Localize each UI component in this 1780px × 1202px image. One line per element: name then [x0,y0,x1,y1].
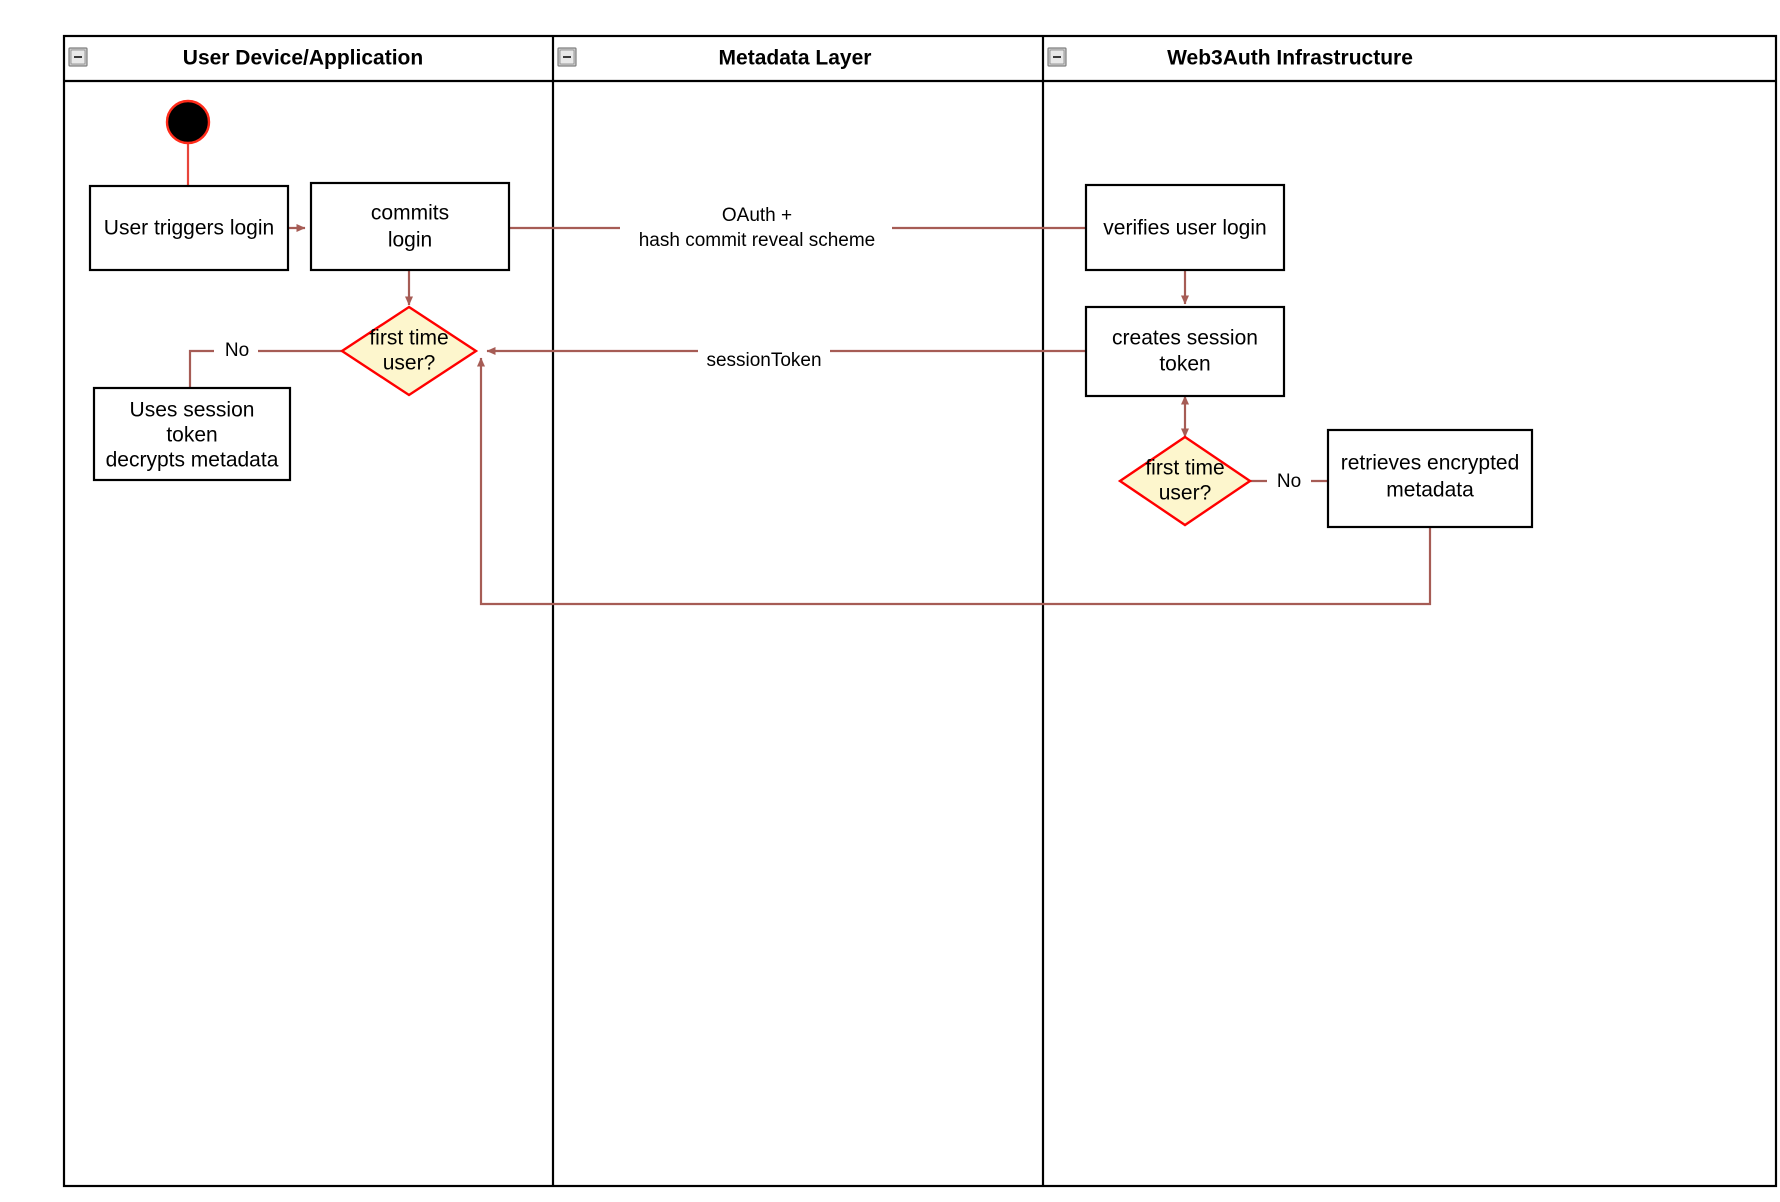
lane-title-metadata-layer: Metadata Layer [719,47,872,70]
node-label-uses-session-token-line1: Uses session [130,399,255,422]
node-label-first-time-user-right-line1: first time [1145,457,1224,480]
lane-header-web3auth[interactable]: Web3Auth Infrastructure [1047,47,1413,70]
node-retrieves-encrypted-metadata[interactable]: retrieves encrypted metadata [1326,428,1534,529]
minus-icon[interactable] [557,47,577,67]
node-label-user-triggers-login: User triggers login [104,217,274,240]
node-start[interactable] [165,99,211,145]
node-label-retrieves-encrypted-metadata-line1: retrieves encrypted [1341,452,1520,475]
lane-header-metadata-layer[interactable]: Metadata Layer [557,47,872,70]
minus-icon[interactable] [68,47,88,67]
node-label-first-time-user-left-line2: user? [383,352,436,375]
node-label-creates-session-token-line2: token [1159,353,1210,376]
node-label-uses-session-token-line2: token [166,424,217,447]
node-commits-login[interactable]: commits login [309,181,511,272]
edge-label-no-left-text: No [225,340,249,361]
node-verifies-user-login[interactable]: verifies user login [1084,183,1286,272]
node-label-uses-session-token-line3: decrypts metadata [106,449,279,472]
edge-label-no-right: No [1267,469,1311,495]
edge-label-no-left: No [214,338,258,364]
lane-title-user-device: User Device/Application [183,47,423,70]
node-label-creates-session-token-line1: creates session [1112,327,1258,350]
lane-title-web3auth: Web3Auth Infrastructure [1167,47,1413,70]
edge-label-oauth: OAuth + hash commit reveal scheme [620,200,892,256]
edge-label-oauth-line1: OAuth + [722,205,792,226]
minus-icon[interactable] [1047,47,1067,67]
node-first-time-user-left[interactable]: first time user? [339,305,479,397]
node-user-triggers-login[interactable]: User triggers login [88,184,290,272]
edge-label-session-token-text: sessionToken [706,350,821,371]
edge-label-session-token: sessionToken [698,339,830,371]
node-label-retrieves-encrypted-metadata-line2: metadata [1386,479,1474,502]
node-label-first-time-user-right-line2: user? [1159,482,1212,505]
edge-decision-left-no [188,349,342,388]
node-label-verifies-user-login: verifies user login [1103,217,1266,240]
node-uses-session-token[interactable]: Uses session token decrypts metadata [92,386,292,482]
node-creates-session-token[interactable]: creates session token [1084,305,1286,398]
node-label-commits-login-line2: login [388,229,432,252]
edge-label-oauth-line2: hash commit reveal scheme [639,230,876,251]
node-label-first-time-user-left-line1: first time [369,327,448,350]
lane-header-user-device[interactable]: User Device/Application [68,47,423,70]
node-label-commits-login-line1: commits [371,202,449,225]
edge-label-no-right-text: No [1277,471,1301,492]
edge-retrieves-back-to-decision-left [477,357,1432,606]
node-first-time-user-right[interactable]: first time user? [1117,435,1253,527]
